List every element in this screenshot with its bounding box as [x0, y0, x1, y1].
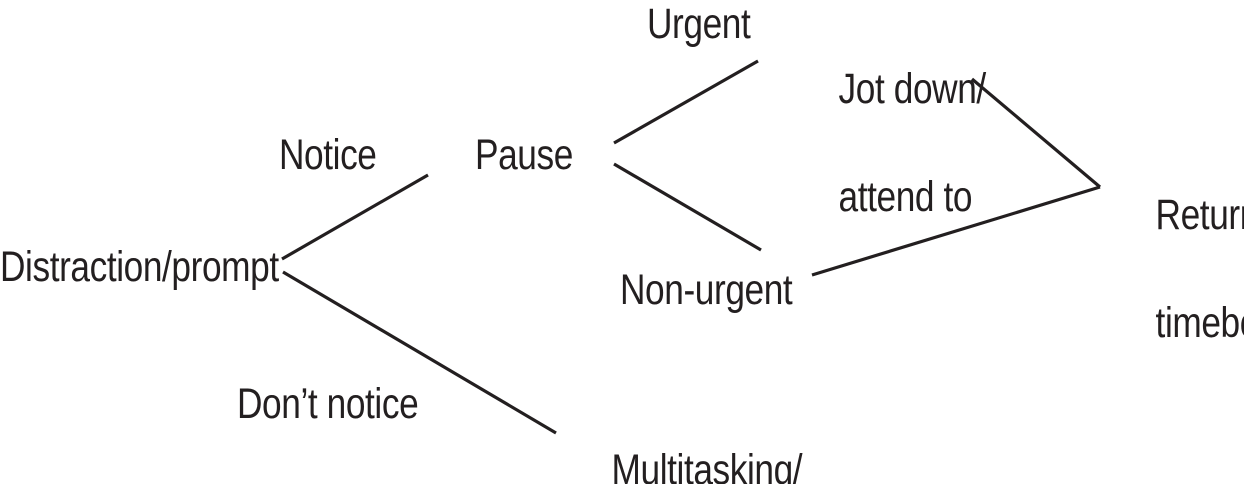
node-return-to-timebox: Return to timebox — [1118, 134, 1244, 404]
node-distraction-prompt-text: Distraction/prompt — [0, 243, 279, 291]
node-return-line-1: Return to — [1155, 191, 1244, 239]
node-dont-notice-text: Don’t notice — [237, 380, 419, 428]
edge-pause-to-nonurgent — [613, 162, 762, 252]
node-notice-text: Notice — [279, 131, 377, 179]
edge-jotdown-to-return — [970, 77, 1102, 189]
node-non-urgent-text: Non-urgent — [620, 266, 793, 314]
node-pause: Pause — [475, 128, 573, 182]
node-distraction-prompt: Distraction/prompt — [0, 240, 279, 294]
node-return-line-2: timebox — [1155, 299, 1244, 347]
edge-pause-to-jotdown — [613, 59, 759, 145]
node-jot-down-attend-to: Jot down/ attend to — [801, 8, 987, 278]
node-notice: Notice — [279, 128, 377, 182]
node-multitasking-line-1: Multitasking/ — [611, 446, 803, 484]
edge-nonurgent-to-return — [811, 185, 1101, 277]
edge-distraction-to-pause — [281, 173, 429, 261]
node-jot-down-line-2: attend to — [838, 173, 973, 221]
node-dont-notice: Don’t notice — [237, 377, 419, 431]
edge-distraction-to-multitasking — [282, 270, 557, 435]
node-pause-text: Pause — [475, 131, 573, 179]
node-urgent-text: Urgent — [647, 0, 751, 48]
node-non-urgent: Non-urgent — [620, 263, 793, 317]
node-multitasking-rabbit-hole: Multitasking/ rabbit hole — [574, 389, 803, 484]
node-urgent: Urgent — [647, 0, 751, 51]
node-jot-down-line-1: Jot down/ — [838, 65, 987, 113]
